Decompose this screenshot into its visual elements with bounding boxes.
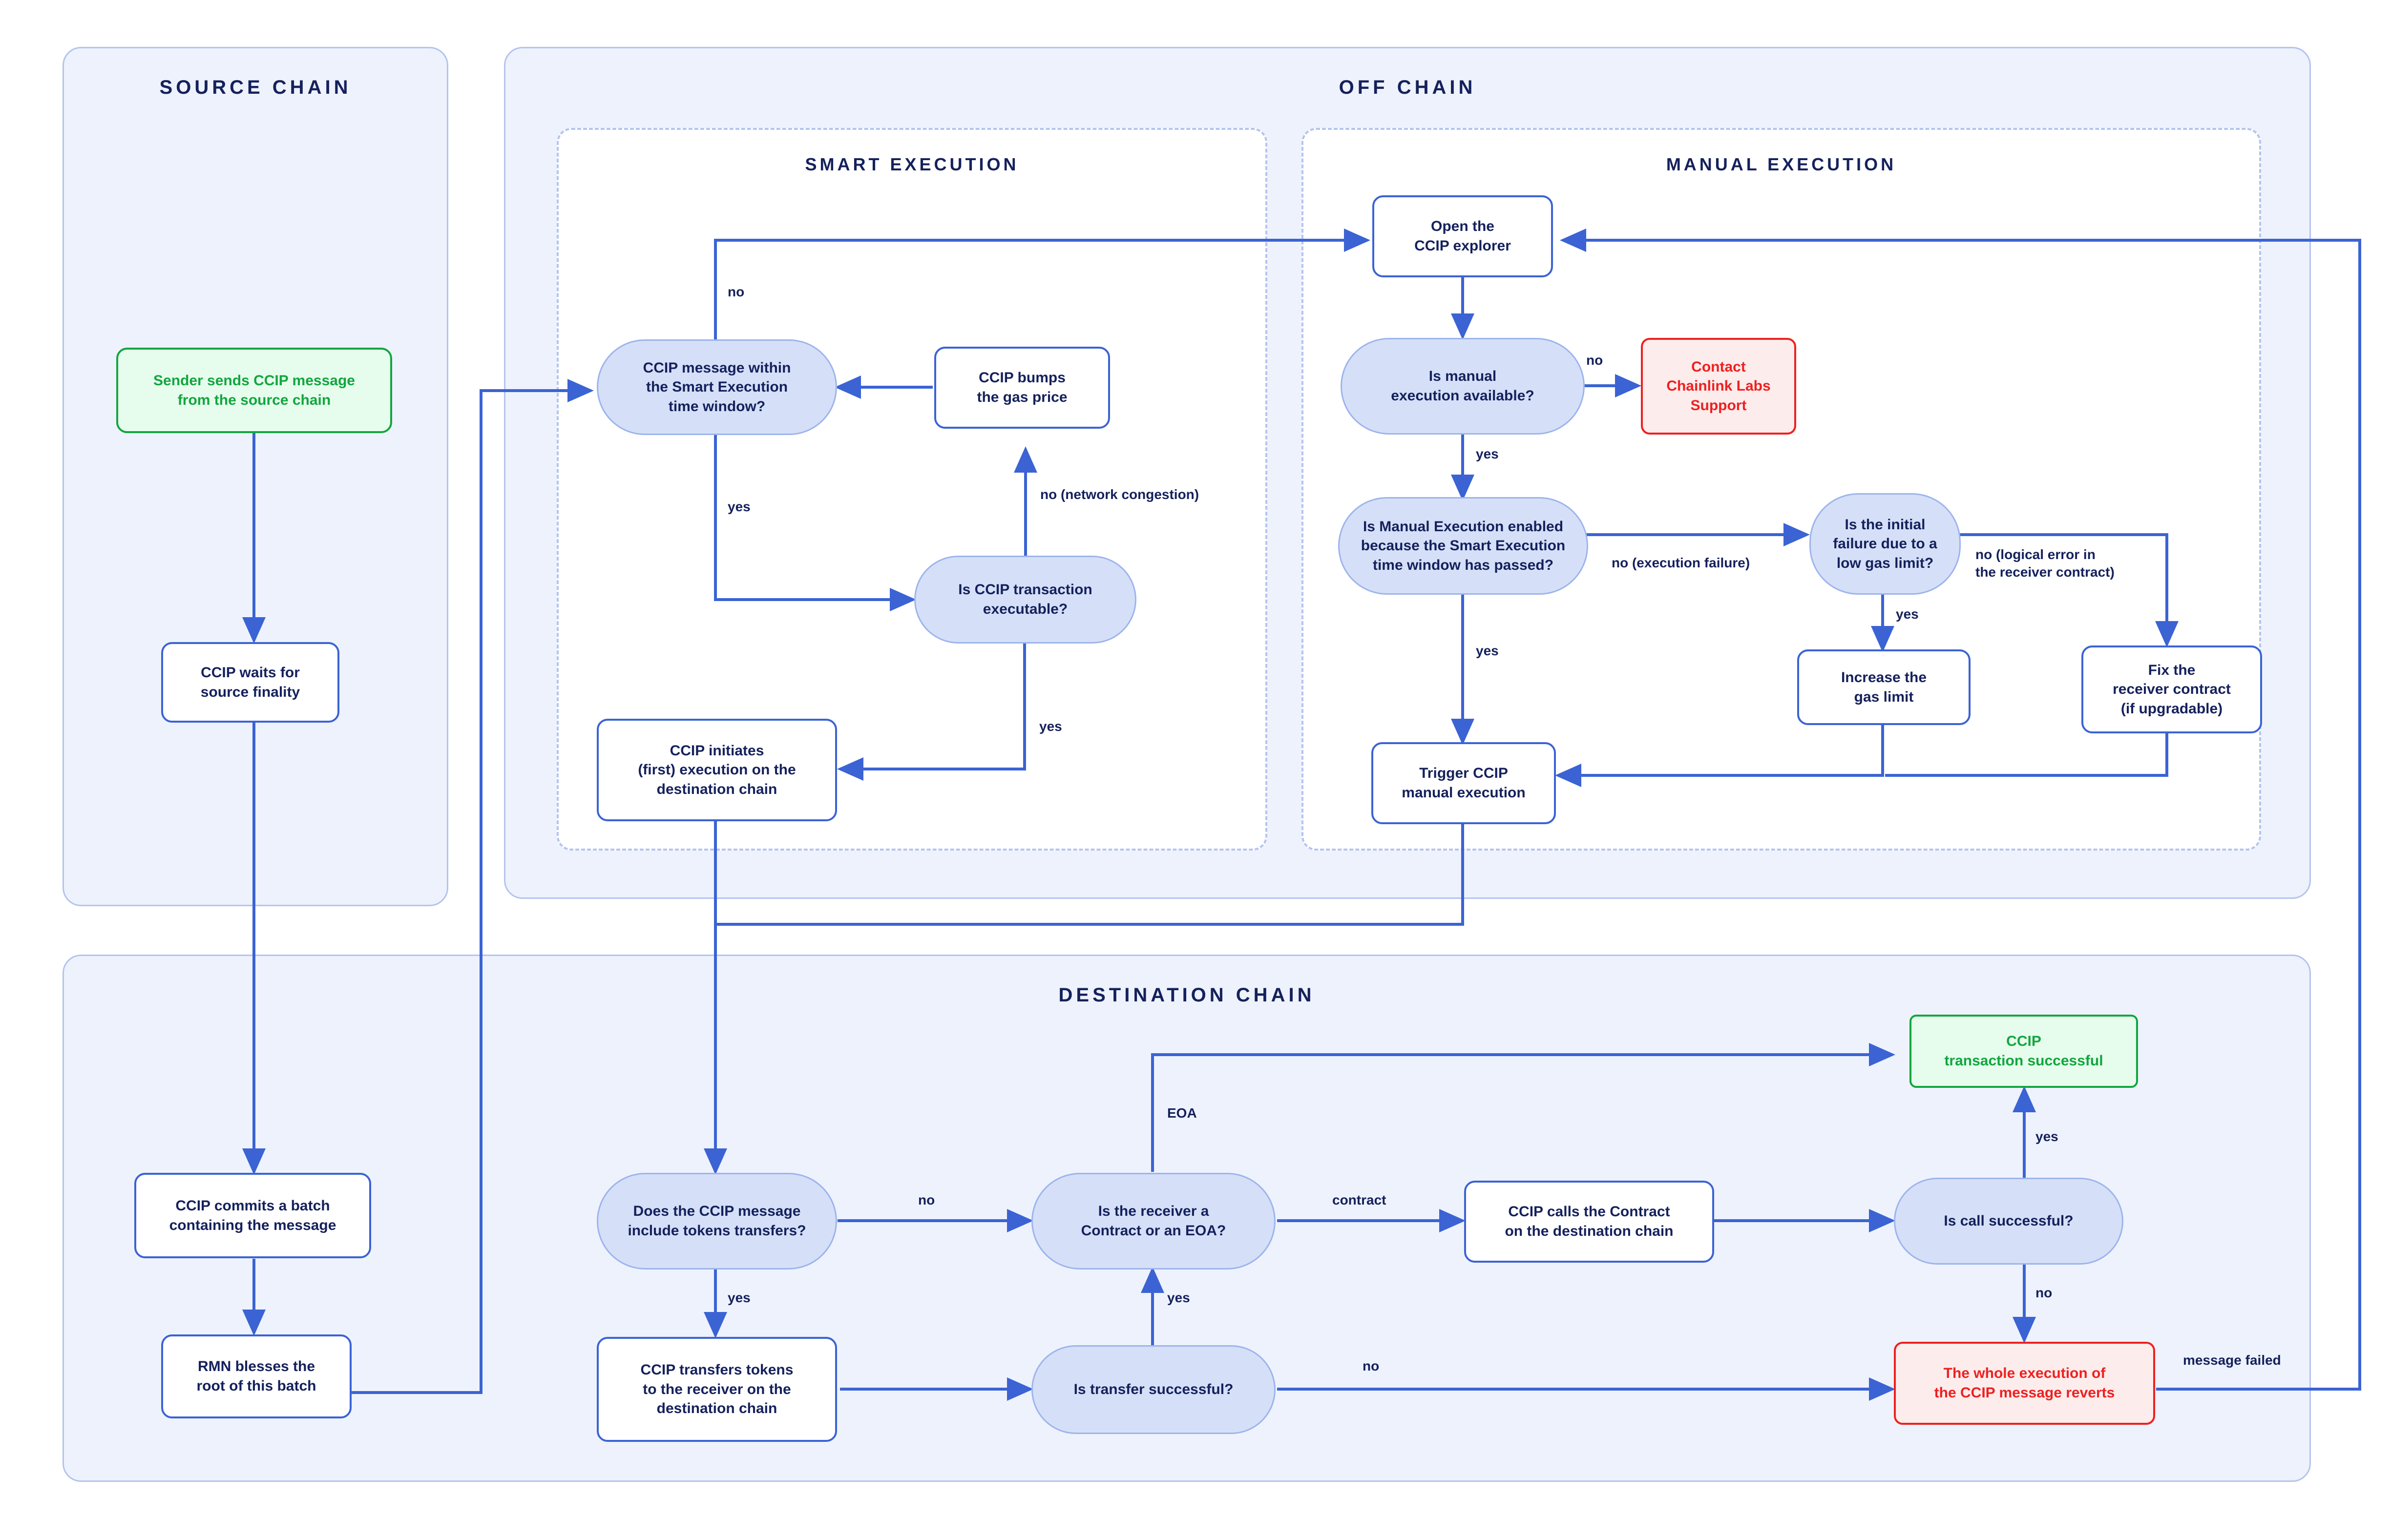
subpanel-title-smart-execution: SMART EXECUTION <box>805 154 1019 174</box>
node-is-call-successful[interactable]: Is call successful? <box>1894 1178 2123 1265</box>
panel-title-off-chain: OFF CHAIN <box>1339 77 1476 98</box>
node-ccip-initiates-first-execution[interactable]: CCIP initiates (first) execution on the … <box>597 719 837 821</box>
edge-label-tokens-yes: yes <box>728 1290 751 1305</box>
subpanel-title-manual-execution: MANUAL EXECUTION <box>1666 154 1897 174</box>
node-ccip-bumps-gas-price[interactable]: CCIP bumps the gas price <box>934 347 1110 429</box>
edge-label-manual-enabled-yes: yes <box>1476 643 1499 658</box>
node-contact-chainlink-labs-support[interactable]: Contact Chainlink Labs Support <box>1641 338 1796 435</box>
node-is-manual-execution-available[interactable]: Is manual execution available? <box>1341 338 1585 435</box>
panel-source-chain: SOURCE CHAIN <box>63 47 448 906</box>
panel-title-source-chain: SOURCE CHAIN <box>159 77 352 98</box>
edge-label-message-failed: message failed <box>2183 1353 2281 1368</box>
edge-label-execution-failure: no (execution failure) <box>1612 555 1750 570</box>
edge-label-transfer-yes: yes <box>1167 1290 1190 1305</box>
node-is-transfer-successful[interactable]: Is transfer successful? <box>1031 1345 1276 1434</box>
node-rmn-blesses-root[interactable]: RMN blesses the root of this batch <box>161 1334 352 1418</box>
edge-label-manual-available-no: no <box>1586 353 1603 368</box>
node-whole-execution-reverts[interactable]: The whole execution of the CCIP message … <box>1894 1342 2155 1425</box>
edge-label-transfer-no: no <box>1363 1358 1380 1374</box>
node-is-initial-failure-low-gas-limit[interactable]: Is the initial failure due to a low gas … <box>1809 493 1961 595</box>
node-is-receiver-contract-or-eoa[interactable]: Is the receiver a Contract or an EOA? <box>1031 1173 1276 1269</box>
node-ccip-commits-batch[interactable]: CCIP commits a batch containing the mess… <box>134 1173 371 1258</box>
node-ccip-transfers-tokens[interactable]: CCIP transfers tokens to the receiver on… <box>597 1337 837 1442</box>
edge-label-tokens-no: no <box>918 1192 935 1207</box>
node-ccip-message-within-smart-execution-window[interactable]: CCIP message within the Smart Execution … <box>597 339 837 435</box>
panel-title-destination-chain: DESTINATION CHAIN <box>1058 984 1315 1006</box>
edge-label-receiver-contract: contract <box>1332 1192 1386 1207</box>
node-ccip-calls-the-contract[interactable]: CCIP calls the Contract on the destinati… <box>1464 1181 1714 1263</box>
node-does-message-include-token-transfers[interactable]: Does the CCIP message include tokens tra… <box>597 1173 837 1269</box>
edge-label-receiver-eoa: EOA <box>1167 1105 1197 1121</box>
edge-label-manual-available-yes: yes <box>1476 446 1499 461</box>
node-fix-the-receiver-contract[interactable]: Fix the receiver contract (if upgradable… <box>2081 645 2262 733</box>
node-trigger-ccip-manual-execution[interactable]: Trigger CCIP manual execution <box>1371 742 1556 824</box>
node-increase-the-gas-limit[interactable]: Increase the gas limit <box>1797 649 1971 725</box>
edge-label-window-no: no <box>728 284 745 299</box>
node-ccip-waits-for-source-finality[interactable]: CCIP waits for source finality <box>161 642 339 723</box>
node-open-ccip-explorer[interactable]: Open the CCIP explorer <box>1372 195 1553 277</box>
edge-label-logical-error: no (logical error in the receiver contra… <box>1975 547 2115 580</box>
edge-label-call-no: no <box>2035 1285 2053 1300</box>
edge-label-gas-limit-yes: yes <box>1896 606 1919 622</box>
edge-label-call-yes: yes <box>2035 1129 2058 1144</box>
edge-label-window-yes: yes <box>728 499 751 514</box>
node-sender-sends-ccip-message[interactable]: Sender sends CCIP message from the sourc… <box>116 348 392 433</box>
node-ccip-transaction-successful[interactable]: CCIP transaction successful <box>1909 1015 2138 1088</box>
edge-label-executable-yes: yes <box>1039 719 1062 734</box>
edge-label-network-congestion: no (network congestion) <box>1040 487 1199 502</box>
node-is-ccip-transaction-executable[interactable]: Is CCIP transaction executable? <box>914 556 1136 644</box>
node-is-manual-execution-enabled[interactable]: Is Manual Execution enabled because the … <box>1338 497 1588 595</box>
